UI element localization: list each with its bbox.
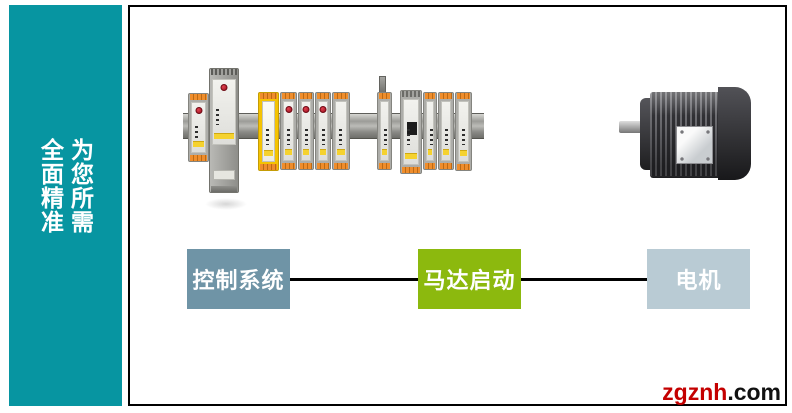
safety-relay-module xyxy=(280,92,297,170)
label-strip xyxy=(285,149,292,155)
status-led-icons xyxy=(430,128,433,145)
label-strip xyxy=(337,149,345,155)
module-face xyxy=(426,101,434,161)
port-icon xyxy=(407,122,417,135)
sidebar-tagline: 为您所需 全面精准 xyxy=(9,138,122,234)
motor-nameplate xyxy=(676,126,713,164)
label-strip xyxy=(382,149,387,155)
module-nameplate xyxy=(213,170,235,180)
label-strip xyxy=(428,149,432,155)
label-strip xyxy=(303,149,309,155)
reset-button-icon xyxy=(220,84,228,91)
module-face xyxy=(212,79,236,145)
module-face xyxy=(403,99,419,165)
label-strip xyxy=(214,133,234,139)
safety-relay-module xyxy=(315,92,331,170)
status-led-icons xyxy=(445,128,448,145)
status-led-icons xyxy=(287,128,290,145)
flow-node-motor: 电机 xyxy=(647,249,750,309)
watermark-site: zgznh xyxy=(662,379,728,405)
module-shadow xyxy=(205,198,247,210)
gateway-module xyxy=(400,90,422,174)
relay-module xyxy=(455,92,472,171)
relay-module-narrow xyxy=(377,92,392,170)
label-strip xyxy=(443,149,449,155)
safety-relay-module-yellow xyxy=(258,92,279,171)
module-face xyxy=(301,101,311,161)
module-face xyxy=(335,101,347,161)
status-led-icons xyxy=(462,129,465,146)
module-face xyxy=(283,101,294,161)
status-led-icons xyxy=(384,128,387,145)
flow-node-control-system: 控制系统 xyxy=(187,249,290,309)
module-face xyxy=(458,101,469,162)
reset-button-icon xyxy=(302,106,310,113)
reset-button-icon xyxy=(195,107,202,114)
watermark: zgznh.com xyxy=(662,379,781,406)
module-face xyxy=(380,101,389,161)
module-face xyxy=(318,101,328,161)
motor-back-cap xyxy=(718,87,751,180)
tagline-secondary: 全面精准 xyxy=(37,138,64,234)
status-led-icons xyxy=(322,128,325,145)
module-face xyxy=(441,101,451,161)
status-led-icons xyxy=(195,125,198,142)
safety-relay-module xyxy=(188,93,209,162)
safety-relay-module xyxy=(298,92,314,170)
safety-relay-module-tall xyxy=(209,68,239,193)
status-led-icons xyxy=(407,129,410,146)
status-led-icons xyxy=(266,129,269,146)
label-strip xyxy=(264,150,273,156)
reset-button-icon xyxy=(319,106,327,113)
module-face xyxy=(262,101,275,162)
flow-node-label: 电机 xyxy=(675,268,722,293)
tagline-primary: 为您所需 xyxy=(67,138,94,234)
flow-node-label: 马达启动 xyxy=(423,268,516,293)
status-led-icons xyxy=(339,128,342,145)
label-strip xyxy=(405,153,417,159)
label-strip xyxy=(193,141,204,147)
flow-node-motor-start: 马达启动 xyxy=(418,249,521,309)
reset-button-icon xyxy=(285,106,292,113)
status-led-icons xyxy=(305,128,308,145)
relay-module xyxy=(423,92,437,170)
relay-module xyxy=(332,92,350,170)
watermark-tld: .com xyxy=(727,379,781,405)
label-strip xyxy=(320,149,326,155)
label-strip xyxy=(460,150,467,156)
status-led-icons xyxy=(216,109,219,126)
relay-module xyxy=(438,92,454,170)
flow-node-label: 控制系统 xyxy=(192,268,285,293)
motor-shaft xyxy=(619,121,643,133)
sidebar: 为您所需 全面精准 xyxy=(9,5,122,406)
module-face xyxy=(191,102,206,153)
